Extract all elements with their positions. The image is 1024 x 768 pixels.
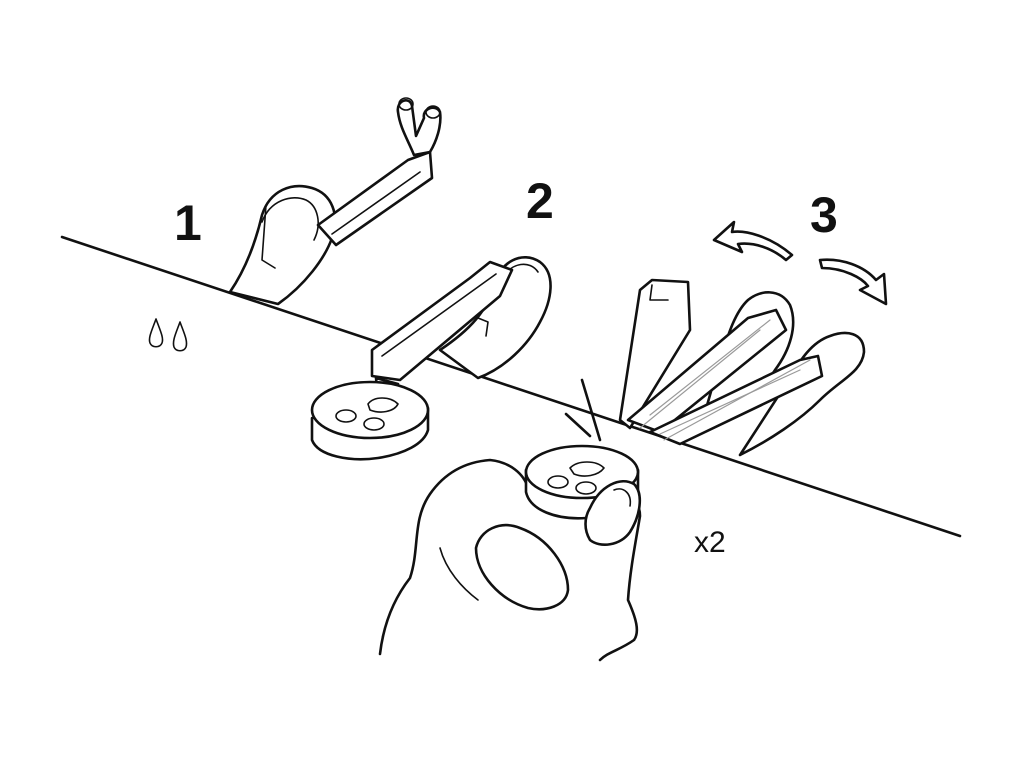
step-3-number: 3 <box>810 187 838 243</box>
multiplier-label: x2 <box>694 526 726 559</box>
hand-holding-disc <box>378 444 642 662</box>
step-2-number: 2 <box>526 173 554 229</box>
step-2-clamp <box>370 256 552 406</box>
click-sound-icon <box>564 378 602 442</box>
curved-arrow-right-icon <box>818 258 888 306</box>
step-1-clamp <box>228 97 442 306</box>
surface-edge-line <box>60 235 962 538</box>
water-drops-icon <box>148 318 188 352</box>
curved-arrow-left-icon <box>712 220 794 262</box>
step-2-disc <box>310 380 430 461</box>
step-1-number: 1 <box>174 195 202 251</box>
step-3-clamp-positions <box>618 278 866 457</box>
